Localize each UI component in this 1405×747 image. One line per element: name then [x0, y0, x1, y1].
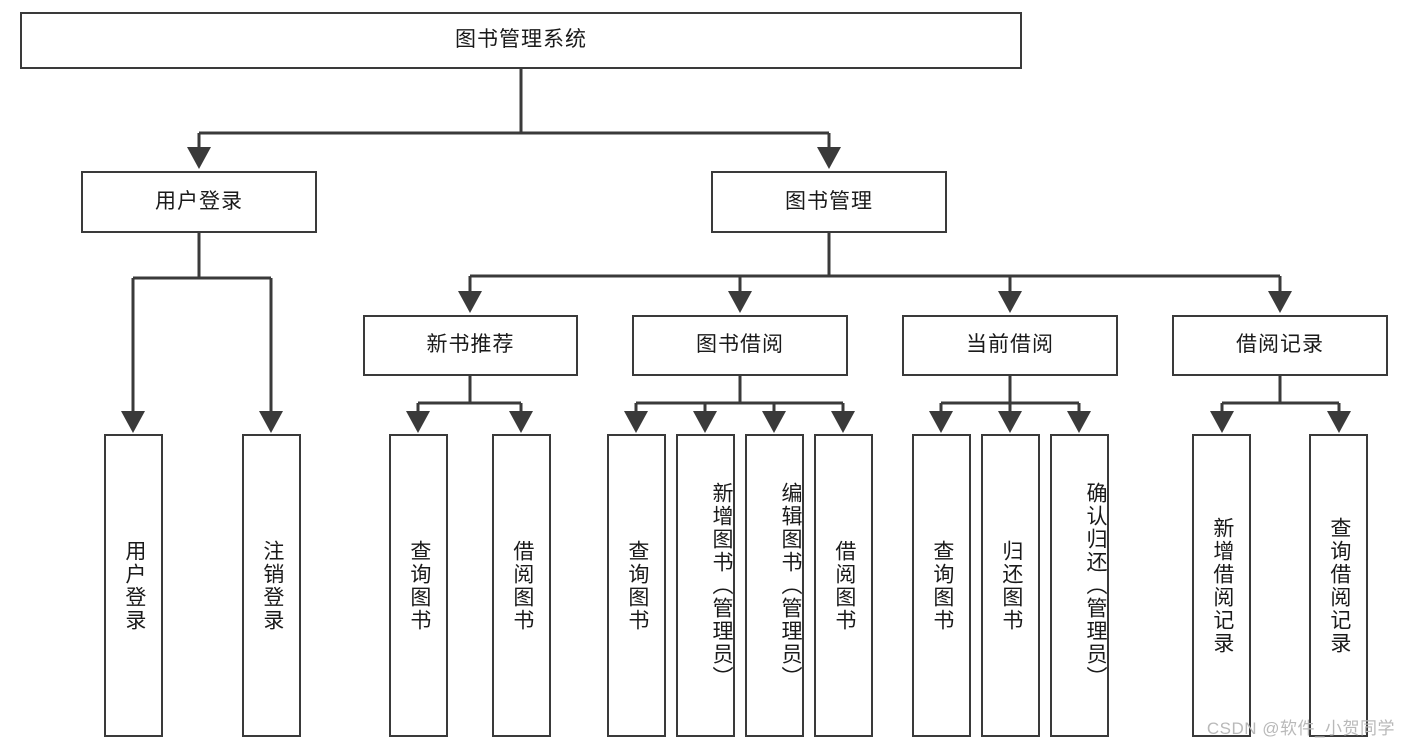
node-borrow-record-label: 借阅记录: [1236, 333, 1324, 357]
node-book-borrow[interactable]: 图书借阅: [632, 315, 848, 376]
leaf-query-book-1[interactable]: 查询图书: [389, 434, 448, 737]
leaf-add-record-label: 新增借阅记录: [1210, 516, 1234, 655]
node-user-login-label: 用户登录: [155, 189, 243, 213]
node-current-borrow-label: 当前借阅: [966, 333, 1054, 357]
leaf-query-record-label: 查询借阅记录: [1327, 516, 1351, 655]
leaf-edit-book-label: 编辑图书（管理员）: [779, 482, 802, 689]
leaf-query-book-1-label: 查询图书: [407, 539, 431, 632]
node-root-label: 图书管理系统: [455, 28, 587, 52]
watermark: CSDN @软件_小贺同学: [1206, 719, 1395, 738]
node-book-borrow-label: 图书借阅: [696, 333, 784, 357]
leaf-borrow-book-1-label: 借阅图书: [510, 539, 534, 632]
leaf-query-book-2-label: 查询图书: [625, 539, 649, 632]
node-borrow-record[interactable]: 借阅记录: [1172, 315, 1388, 376]
leaf-return-book[interactable]: 归还图书: [981, 434, 1040, 737]
node-new-book-recommend[interactable]: 新书推荐: [363, 315, 578, 376]
node-user-login[interactable]: 用户登录: [81, 171, 317, 233]
leaf-add-book[interactable]: 新增图书（管理员）: [676, 434, 735, 737]
leaf-logout-login[interactable]: 注销登录: [242, 434, 301, 737]
node-root[interactable]: 图书管理系统: [20, 12, 1022, 69]
node-current-borrow[interactable]: 当前借阅: [902, 315, 1118, 376]
leaf-borrow-book-2-label: 借阅图书: [832, 539, 856, 632]
leaf-query-book-2[interactable]: 查询图书: [607, 434, 666, 737]
node-book-management-label: 图书管理: [785, 189, 873, 213]
leaf-query-book-3[interactable]: 查询图书: [912, 434, 971, 737]
leaf-confirm-return[interactable]: 确认归还（管理员）: [1050, 434, 1109, 737]
leaf-return-book-label: 归还图书: [999, 539, 1023, 632]
leaf-query-record[interactable]: 查询借阅记录: [1309, 434, 1368, 737]
leaf-edit-book[interactable]: 编辑图书（管理员）: [745, 434, 804, 737]
leaf-confirm-return-label: 确认归还（管理员）: [1084, 482, 1107, 689]
leaf-add-record[interactable]: 新增借阅记录: [1192, 434, 1251, 737]
node-book-management[interactable]: 图书管理: [711, 171, 947, 233]
leaf-borrow-book-1[interactable]: 借阅图书: [492, 434, 551, 737]
leaf-add-book-label: 新增图书（管理员）: [710, 482, 733, 689]
node-new-book-recommend-label: 新书推荐: [426, 333, 515, 357]
leaf-user-login-label: 用户登录: [122, 539, 146, 632]
leaf-borrow-book-2[interactable]: 借阅图书: [814, 434, 873, 737]
leaf-user-login[interactable]: 用户登录: [104, 434, 163, 737]
leaf-logout-login-label: 注销登录: [260, 539, 284, 632]
leaf-query-book-3-label: 查询图书: [930, 539, 954, 632]
